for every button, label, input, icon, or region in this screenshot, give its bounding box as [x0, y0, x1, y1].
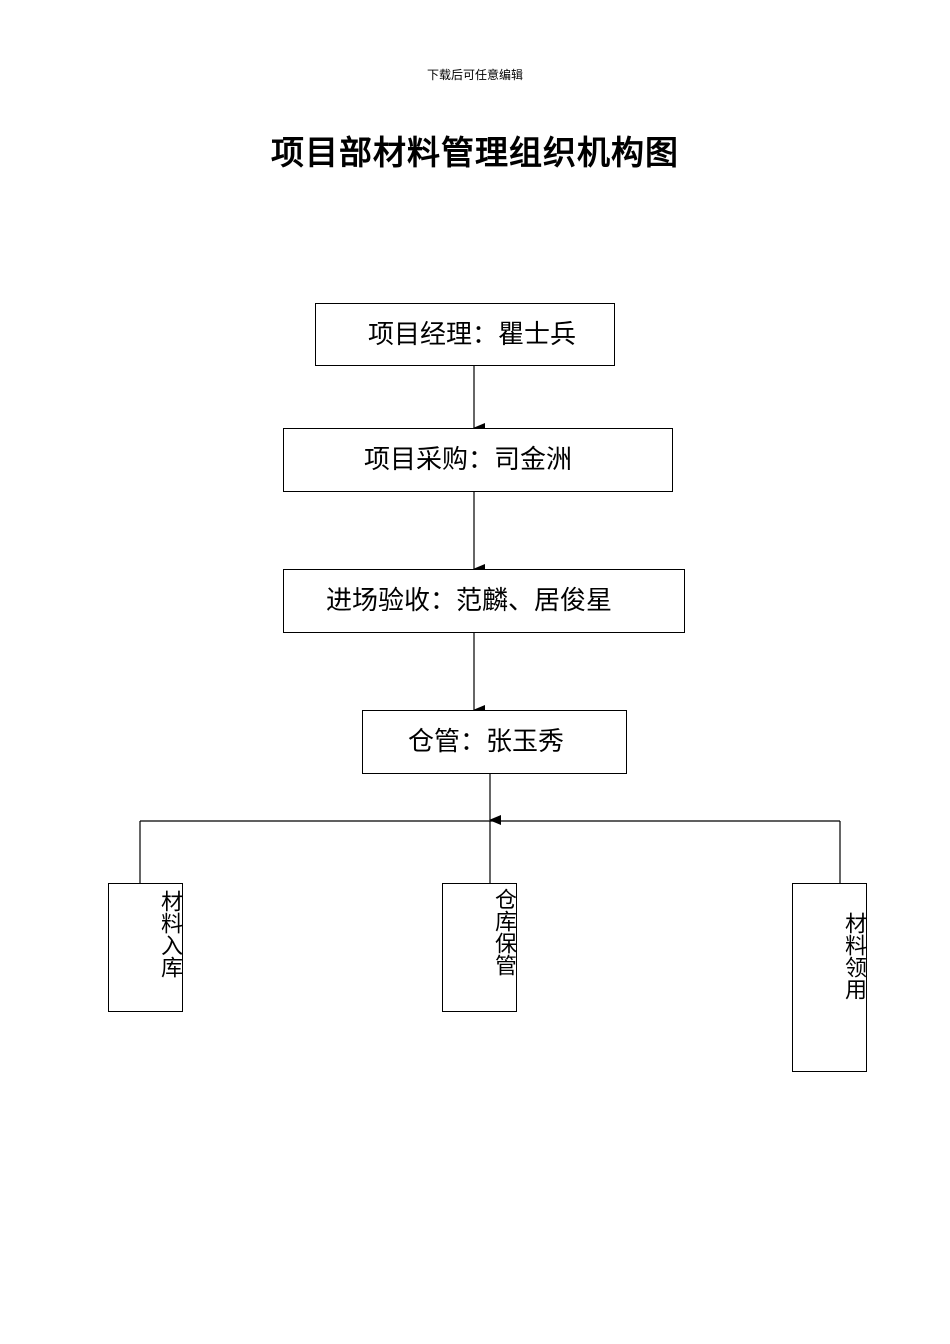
header-note: 下载后可任意编辑 — [426, 68, 523, 82]
leaf-warehouse-custody: 仓库保管 — [442, 883, 517, 1012]
node-project-purchasing-label: 项目采购：司金洲 — [364, 445, 573, 475]
node-site-inspection: 进场验收：范麟、居俊星 — [283, 569, 685, 633]
leaf-issue-out: 材料领用 — [792, 883, 867, 1072]
node-project-manager-label: 项目经理：瞿士兵 — [368, 320, 577, 350]
leaf-storage-in-label: 材料入库 — [157, 890, 182, 978]
node-project-purchasing: 项目采购：司金洲 — [283, 428, 673, 492]
leaf-storage-in: 材料入库 — [108, 883, 183, 1012]
leaf-warehouse-custody-label: 仓库保管 — [491, 888, 516, 976]
page-title: 项目部材料管理组织机构图 — [271, 133, 679, 172]
node-site-inspection-label: 进场验收：范麟、居俊星 — [326, 586, 613, 616]
node-warehouse-keeper-label: 仓管：张玉秀 — [408, 727, 565, 757]
node-warehouse-keeper: 仓管：张玉秀 — [362, 710, 627, 774]
node-project-manager: 项目经理：瞿士兵 — [315, 303, 615, 366]
leaf-issue-out-label: 材料领用 — [841, 912, 866, 1000]
